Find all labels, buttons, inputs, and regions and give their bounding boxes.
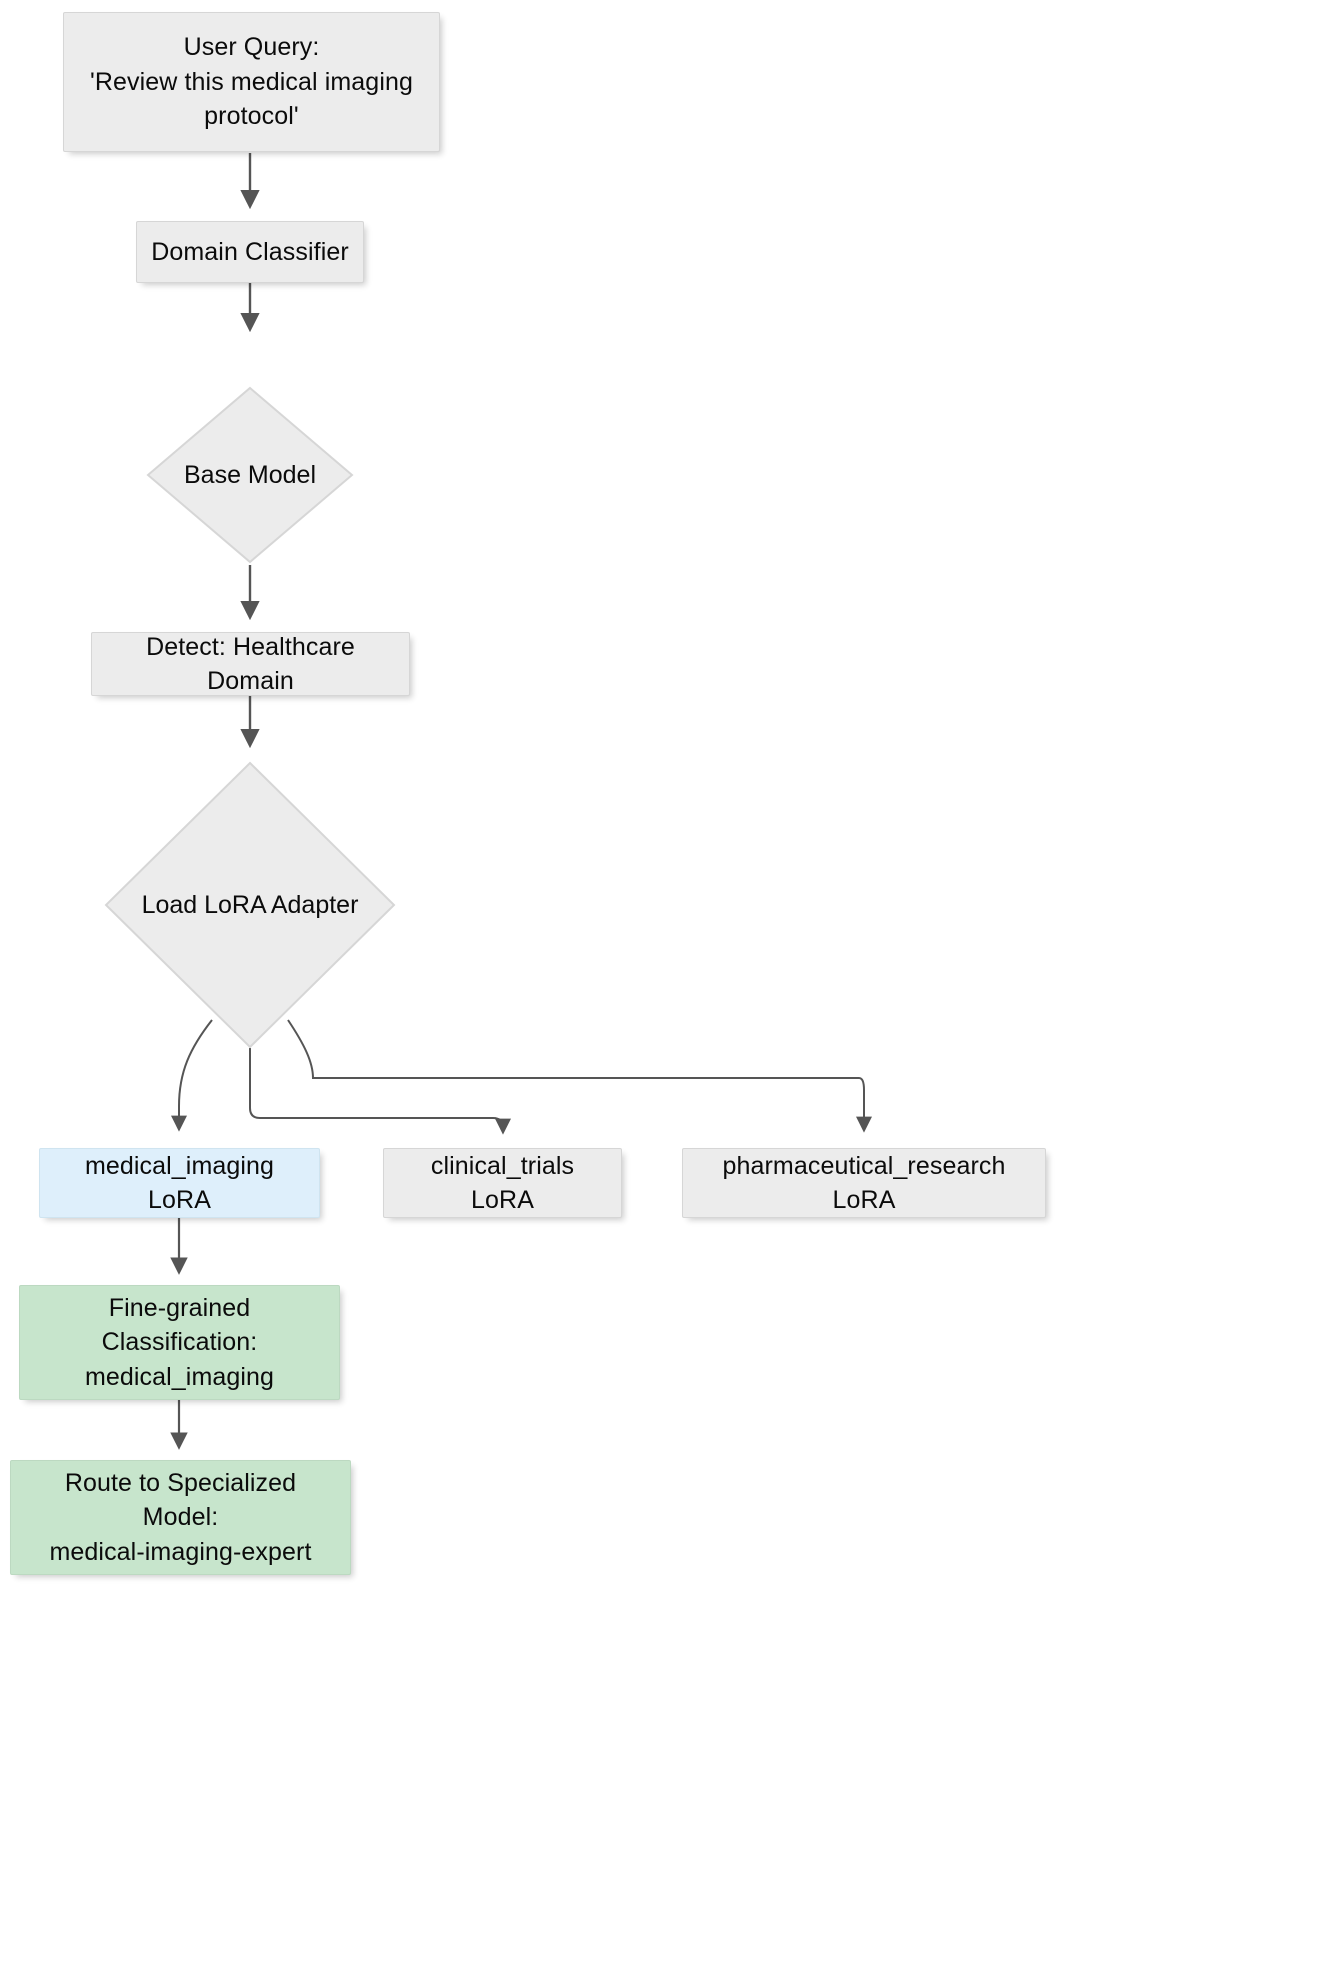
node-load-lora-adapter-label: Load LoRA Adapter	[141, 890, 359, 919]
node-medical-imaging-lora-label: medical_imaging LoRA	[84, 1151, 275, 1215]
node-user-query-label: User Query: 'Review this medical imaging…	[90, 33, 413, 131]
node-medical-imaging-lora[interactable]: medical_imaging LoRA	[39, 1148, 320, 1218]
node-clinical-trials-lora[interactable]: clinical_trials LoRA	[383, 1148, 622, 1218]
base-model-diamond-shape	[146, 386, 354, 564]
node-base-model[interactable]: Base Model	[145, 385, 355, 565]
node-clinical-trials-lora-label: clinical_trials LoRA	[430, 1151, 575, 1215]
node-fine-grained-classification-label: Fine-grained Classification: medical_ima…	[84, 1293, 275, 1391]
load-lora-adapter-diamond-shape	[104, 761, 396, 1049]
node-detect-healthcare-domain[interactable]: Detect: Healthcare Domain	[91, 632, 410, 696]
node-base-model-label: Base Model	[183, 460, 317, 489]
node-load-lora-adapter[interactable]: Load LoRA Adapter	[103, 760, 397, 1050]
node-route-to-specialized-model[interactable]: Route to Specialized Model: medical-imag…	[10, 1460, 351, 1575]
node-pharmaceutical-research-lora[interactable]: pharmaceutical_research LoRA	[682, 1148, 1046, 1218]
node-domain-classifier-label: Domain Classifier	[151, 237, 349, 266]
node-domain-classifier[interactable]: Domain Classifier	[136, 221, 364, 283]
node-detect-healthcare-domain-label: Detect: Healthcare Domain	[146, 632, 355, 696]
node-user-query[interactable]: User Query: 'Review this medical imaging…	[63, 12, 440, 152]
node-route-to-specialized-model-label: Route to Specialized Model: medical-imag…	[49, 1468, 312, 1566]
node-pharmaceutical-research-lora-label: pharmaceutical_research LoRA	[722, 1151, 1006, 1215]
node-fine-grained-classification[interactable]: Fine-grained Classification: medical_ima…	[19, 1285, 340, 1400]
edge-load-lora-adapter-to-clinical-trials-lora	[249, 1048, 511, 1135]
